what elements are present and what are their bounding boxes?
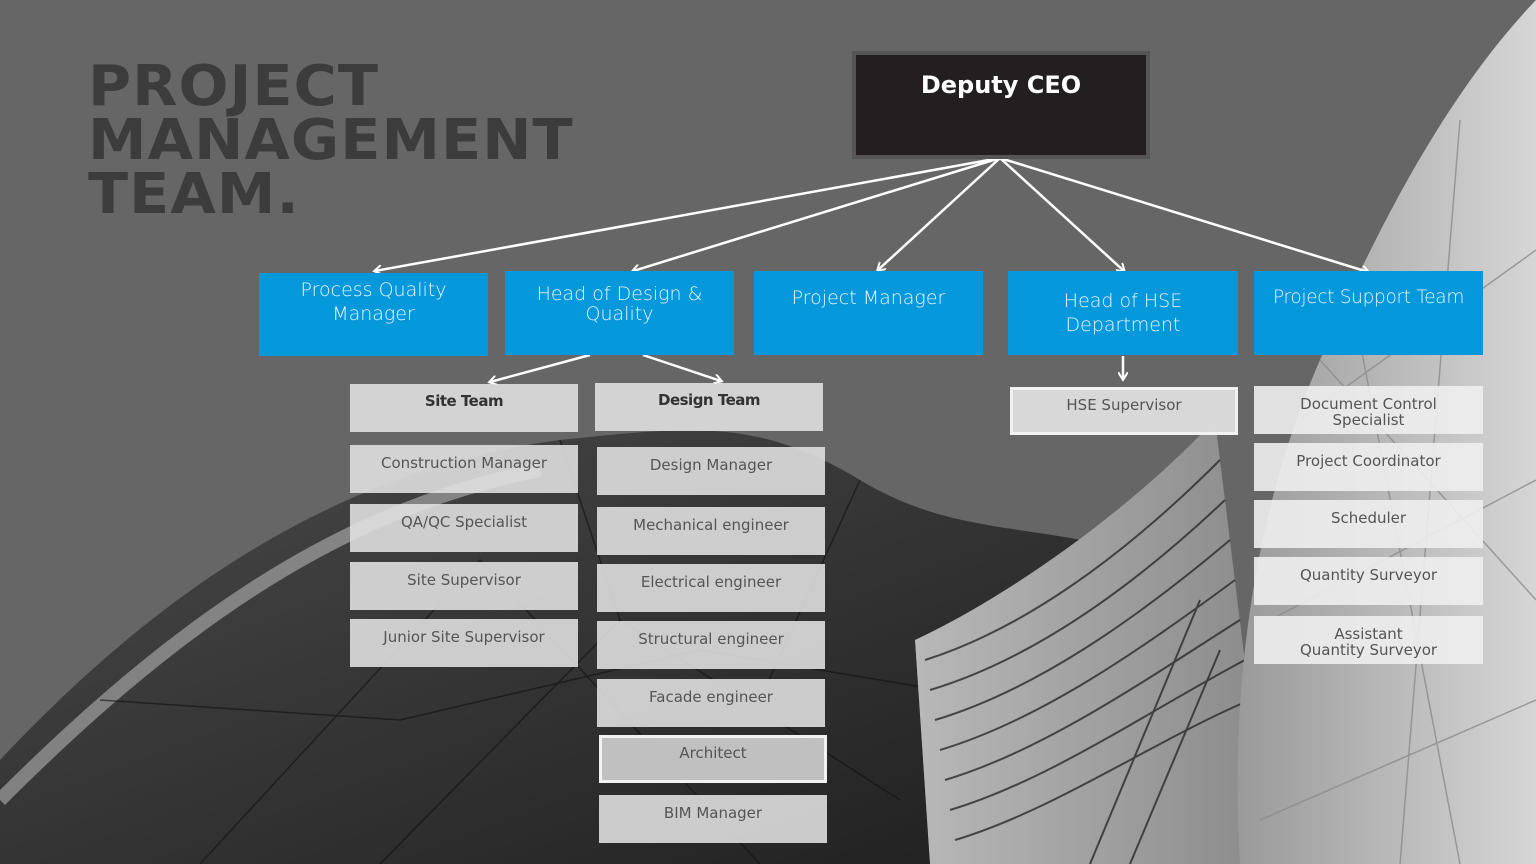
dept-label: Process Quality Manager [300, 279, 447, 325]
member-label: Junior Site Supervisor [383, 628, 545, 646]
design-team-member[interactable]: Structural engineer [597, 621, 825, 669]
support-team-member[interactable]: Document Control Specialist [1254, 386, 1483, 434]
member-label: HSE Supervisor [1066, 396, 1182, 414]
page-title: PROJECT MANAGEMENT TEAM. [88, 54, 574, 227]
title-line-3: TEAM. [88, 162, 300, 227]
member-label: Mechanical engineer [633, 516, 789, 534]
design-team-member[interactable]: BIM Manager [599, 795, 827, 843]
title-line-1: PROJECT [88, 54, 380, 119]
support-team-member[interactable]: Assistant Quantity Surveyor [1254, 616, 1483, 664]
design-team-member[interactable]: Facade engineer [597, 679, 825, 727]
member-label: Design Manager [649, 456, 773, 474]
member-label: Project Coordinator [1296, 452, 1441, 470]
deputy-ceo-label: Deputy CEO [920, 71, 1082, 99]
dept-label: Head of Design & Quality [536, 283, 703, 325]
member-label: Architect [679, 744, 747, 762]
dept-head-of-hse[interactable]: Head of HSE Department [1008, 271, 1238, 355]
member-label: BIM Manager [663, 804, 763, 822]
hse-team-member[interactable]: HSE Supervisor [1010, 387, 1238, 435]
design-team-member-selected[interactable]: Architect [599, 735, 827, 783]
member-label: Quantity Surveyor [1299, 566, 1438, 584]
member-label: Document Control Specialist [1300, 395, 1437, 429]
member-label: Electrical engineer [640, 573, 782, 591]
design-team-member[interactable]: Mechanical engineer [597, 507, 825, 555]
dept-label: Project Support Team [1272, 287, 1465, 308]
dept-head-of-design-quality[interactable]: Head of Design & Quality [505, 271, 734, 355]
design-team-header-label: Design Team [658, 391, 761, 409]
dept-project-support-team[interactable]: Project Support Team [1254, 271, 1483, 355]
member-label: QA/QC Specialist [400, 513, 528, 531]
design-team-member[interactable]: Design Manager [597, 447, 825, 495]
dept-label: Head of HSE Department [1063, 290, 1183, 336]
site-team-header-label: Site Team [424, 392, 504, 410]
title-line-2: MANAGEMENT [88, 108, 574, 173]
support-team-member[interactable]: Scheduler [1254, 500, 1483, 548]
dept-project-manager[interactable]: Project Manager [754, 271, 983, 355]
member-label: Scheduler [1330, 509, 1407, 527]
dept-process-quality-manager[interactable]: Process Quality Manager [259, 273, 488, 356]
site-team-member[interactable]: Site Supervisor [350, 562, 578, 610]
site-team-member[interactable]: QA/QC Specialist [350, 504, 578, 552]
site-team-member[interactable]: Construction Manager [350, 445, 578, 493]
member-label: Structural engineer [638, 630, 784, 648]
deputy-ceo-box[interactable]: Deputy CEO [852, 51, 1150, 159]
design-team-member[interactable]: Electrical engineer [597, 564, 825, 612]
member-label: Site Supervisor [407, 571, 521, 589]
site-team-member[interactable]: Junior Site Supervisor [350, 619, 578, 667]
site-team-header[interactable]: Site Team [350, 384, 578, 432]
support-team-member[interactable]: Project Coordinator [1254, 443, 1483, 491]
design-team-header[interactable]: Design Team [595, 383, 823, 431]
member-label: Assistant Quantity Surveyor [1299, 625, 1438, 659]
member-label: Facade engineer [649, 688, 773, 706]
support-team-member[interactable]: Quantity Surveyor [1254, 557, 1483, 605]
dept-label: Project Manager [791, 287, 946, 309]
member-label: Construction Manager [380, 454, 548, 472]
